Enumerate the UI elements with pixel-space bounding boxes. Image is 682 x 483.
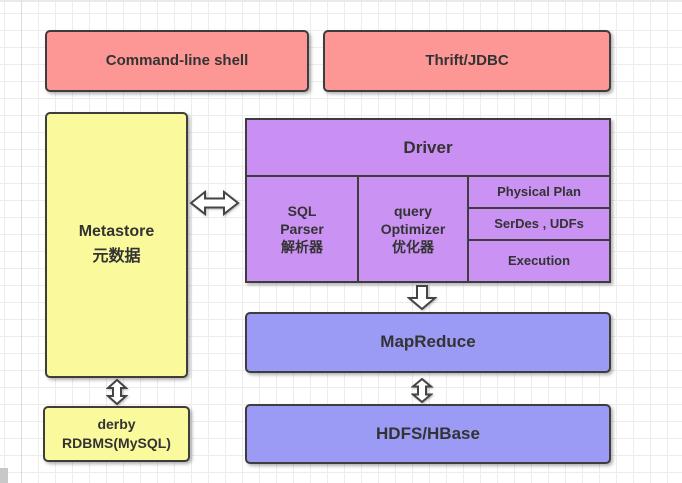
driver-node: Driver SQL Parser 解析器 query Optimizer 优化… [245,118,611,283]
query-optimizer-line1: query [393,202,433,219]
query-optimizer-cell: query Optimizer 优化器 [359,177,469,281]
serdes-udfs-label: SerDes , UDFs [494,215,584,231]
sql-parser-cell: SQL Parser 解析器 [247,177,359,281]
corner-artifact [0,468,8,483]
metastore-derby-arrow-icon [106,378,128,406]
command-line-shell-label: Command-line shell [105,51,249,69]
driver-mapreduce-arrow-icon [407,285,437,311]
execution-label: Execution [507,252,571,268]
driver-label: Driver [403,137,453,157]
hdfs-hbase-label: HDFS/HBase [376,423,480,443]
physical-plan-label: Physical Plan [497,183,581,199]
sql-parser-line3: 解析器 [281,239,323,256]
execution-cell: Execution [469,241,609,281]
serdes-udfs-cell: SerDes , UDFs [469,209,609,241]
derby-label-line2: RDBMS(MySQL) [62,435,171,451]
query-optimizer-line2: Optimizer [380,220,446,237]
sql-parser-line1: SQL [287,202,317,219]
query-optimizer-line3: 优化器 [392,239,434,256]
driver-right-column: Physical Plan SerDes , UDFs Execution [469,177,609,281]
thrift-jdbc-node: Thrift/JDBC [323,30,611,92]
metastore-label-en: Metastore [78,223,155,241]
hdfs-hbase-node: HDFS/HBase [245,404,611,464]
physical-plan-cell: Physical Plan [469,177,609,209]
driver-header: Driver [247,120,609,177]
mapreduce-hdfs-arrow-icon [411,377,433,404]
derby-label-line1: derby [97,416,136,433]
page-boundary-line [21,0,22,483]
top-edge-line [0,0,682,2]
metastore-driver-arrow-icon [189,190,240,216]
mapreduce-label: MapReduce [380,332,476,352]
command-line-shell-node: Command-line shell [45,30,309,92]
driver-subcomponents-row: SQL Parser 解析器 query Optimizer 优化器 Physi… [247,177,609,281]
derby-rdbms-node: derby RDBMS(MySQL) [43,406,190,462]
metastore-node: Metastore 元数据 [45,112,188,378]
thrift-jdbc-label: Thrift/JDBC [425,51,509,69]
metastore-label-zh: 元数据 [92,248,141,265]
mapreduce-node: MapReduce [245,312,611,373]
sql-parser-line2: Parser [280,220,324,237]
